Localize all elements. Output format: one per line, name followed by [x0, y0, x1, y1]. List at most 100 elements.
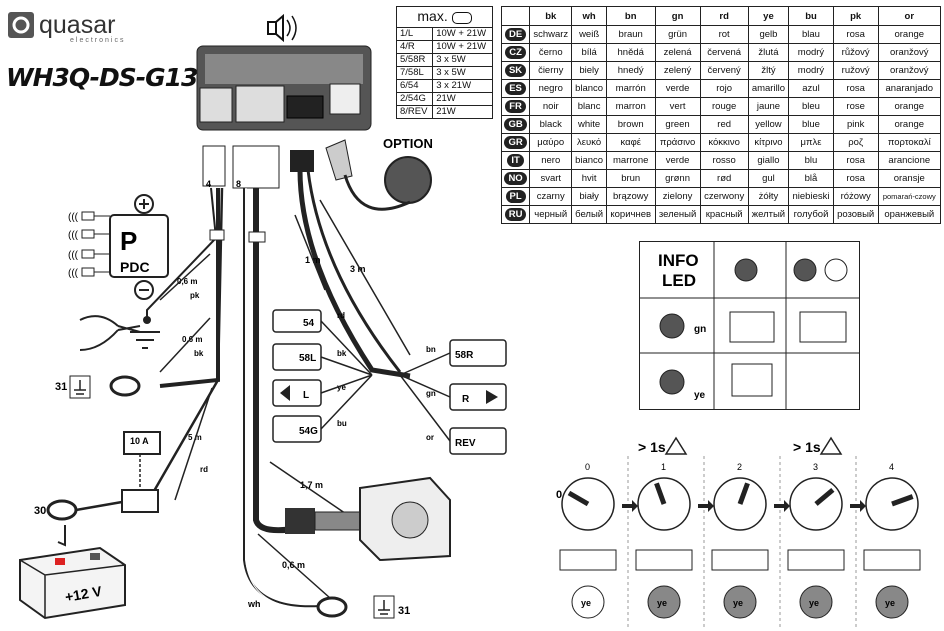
- lang-cell: PL: [500, 187, 531, 206]
- color-cell: orange: [877, 25, 942, 44]
- ye-label: ye: [885, 598, 895, 608]
- logo-sub: electronics: [70, 37, 125, 44]
- lamp-54-code: 54: [303, 318, 315, 329]
- color-cell: ροζ: [832, 133, 879, 152]
- color-cell: голубой: [788, 205, 834, 224]
- color-cell: rosso: [699, 151, 749, 170]
- color-cell: green: [654, 115, 701, 134]
- ye-label: ye: [809, 598, 819, 608]
- sensor-wave-2: (((: [68, 230, 79, 241]
- lang-cell: RU: [500, 205, 531, 224]
- car-trailer-icon: [729, 311, 775, 343]
- fuse-label: 10 A: [130, 436, 149, 446]
- color-cell: žltý: [747, 61, 790, 80]
- color-cell: rød: [699, 169, 749, 188]
- ground2-label: 31: [398, 605, 410, 617]
- model-title: WH3Q-DS-G13-8: [6, 63, 224, 92]
- step-arrow: [622, 500, 638, 512]
- fog-light-icon: [731, 363, 773, 397]
- connector-8-label: 8: [236, 179, 241, 189]
- pdc-panel: [109, 214, 169, 278]
- lamp-58L-wire: bk: [337, 349, 347, 358]
- color-cell: κίτρινο: [747, 133, 790, 152]
- color-cell: pink: [832, 115, 879, 134]
- led-blink-icon: [793, 258, 817, 282]
- connector-4: [202, 145, 226, 187]
- bulb-icon: [451, 11, 472, 24]
- color-cell: jaune: [747, 97, 790, 116]
- color-cell: blau: [788, 25, 834, 44]
- color-cell: oransje: [877, 169, 942, 188]
- warning-icon-1: [664, 436, 688, 455]
- color-cell: červená: [699, 43, 749, 62]
- logo-brand: quasar: [39, 11, 115, 39]
- switch-pointer: [654, 482, 667, 505]
- wire-3m-label: 3 m: [350, 264, 366, 274]
- info-led-grid: INFO LED gn ye: [640, 242, 859, 409]
- color-header: bu: [788, 6, 834, 26]
- lang-badge: NO: [504, 172, 527, 185]
- lang-badge: SK: [504, 64, 527, 77]
- pdc-sensor-icons: [81, 211, 110, 277]
- lang-cell: CZ: [500, 43, 531, 62]
- lamp-R-code: R: [462, 394, 470, 405]
- switch-pointer: [567, 490, 590, 507]
- color-header: pk: [832, 6, 879, 26]
- warning-icon-2: [819, 436, 843, 455]
- option-label: OPTION: [383, 136, 433, 151]
- color-cell: πορτοκαλί: [877, 133, 942, 152]
- color-cell: azul: [788, 79, 834, 98]
- sensor-wave-3: (((: [68, 250, 79, 261]
- fuse-holder: [121, 489, 159, 513]
- step-number: 4: [889, 462, 894, 472]
- cut-pliers-icon: [79, 315, 141, 351]
- step-number: 0: [585, 462, 590, 472]
- color-cell: niebieski: [788, 187, 834, 206]
- sensor-wave-1: (((: [68, 212, 79, 223]
- color-cell: gul: [747, 169, 790, 188]
- length-arrows: [159, 199, 411, 599]
- color-cell: arancione: [877, 151, 942, 170]
- step-number: 1: [661, 462, 666, 472]
- wire-rd: [148, 187, 224, 499]
- color-cell: orange: [877, 115, 942, 134]
- module-port-pdc: [329, 83, 361, 115]
- led-indicator: [723, 585, 757, 619]
- color-cell: rot: [699, 25, 749, 44]
- color-cell: grün: [654, 25, 701, 44]
- color-cell: pomarań-czowy: [877, 187, 942, 206]
- right-arrow-icon: [486, 390, 498, 404]
- led-gn-icon: [659, 313, 685, 339]
- battery-icon: [19, 546, 126, 620]
- color-cell: оранжевый: [877, 205, 942, 224]
- color-cell: modrý: [788, 61, 834, 80]
- step-arrow: [774, 500, 790, 512]
- car-icon: [787, 549, 845, 571]
- trailer-lights-icon: [799, 311, 847, 343]
- color-cell: κόκκινο: [699, 133, 749, 152]
- wire-wh: [243, 188, 321, 608]
- left-arrow-icon: [280, 385, 290, 401]
- color-cell: ružový: [832, 61, 879, 80]
- led-indicator: [799, 585, 833, 619]
- sleeve-4: [209, 229, 225, 241]
- car-icon: [711, 549, 769, 571]
- battery-ring: [46, 499, 78, 521]
- wire-17m-label: 1,7 m: [300, 480, 323, 490]
- lamp-54-wire: rd: [337, 311, 345, 320]
- step-arrow: [850, 500, 866, 512]
- dial-zero: 0: [556, 489, 562, 501]
- right-lamp-group: 58R bn R gn REV or: [399, 339, 507, 455]
- lang-badge: DE: [504, 28, 527, 41]
- module-port-option: [286, 95, 324, 119]
- ground2-ring: [316, 596, 348, 618]
- pdc-label: PDC: [120, 259, 150, 275]
